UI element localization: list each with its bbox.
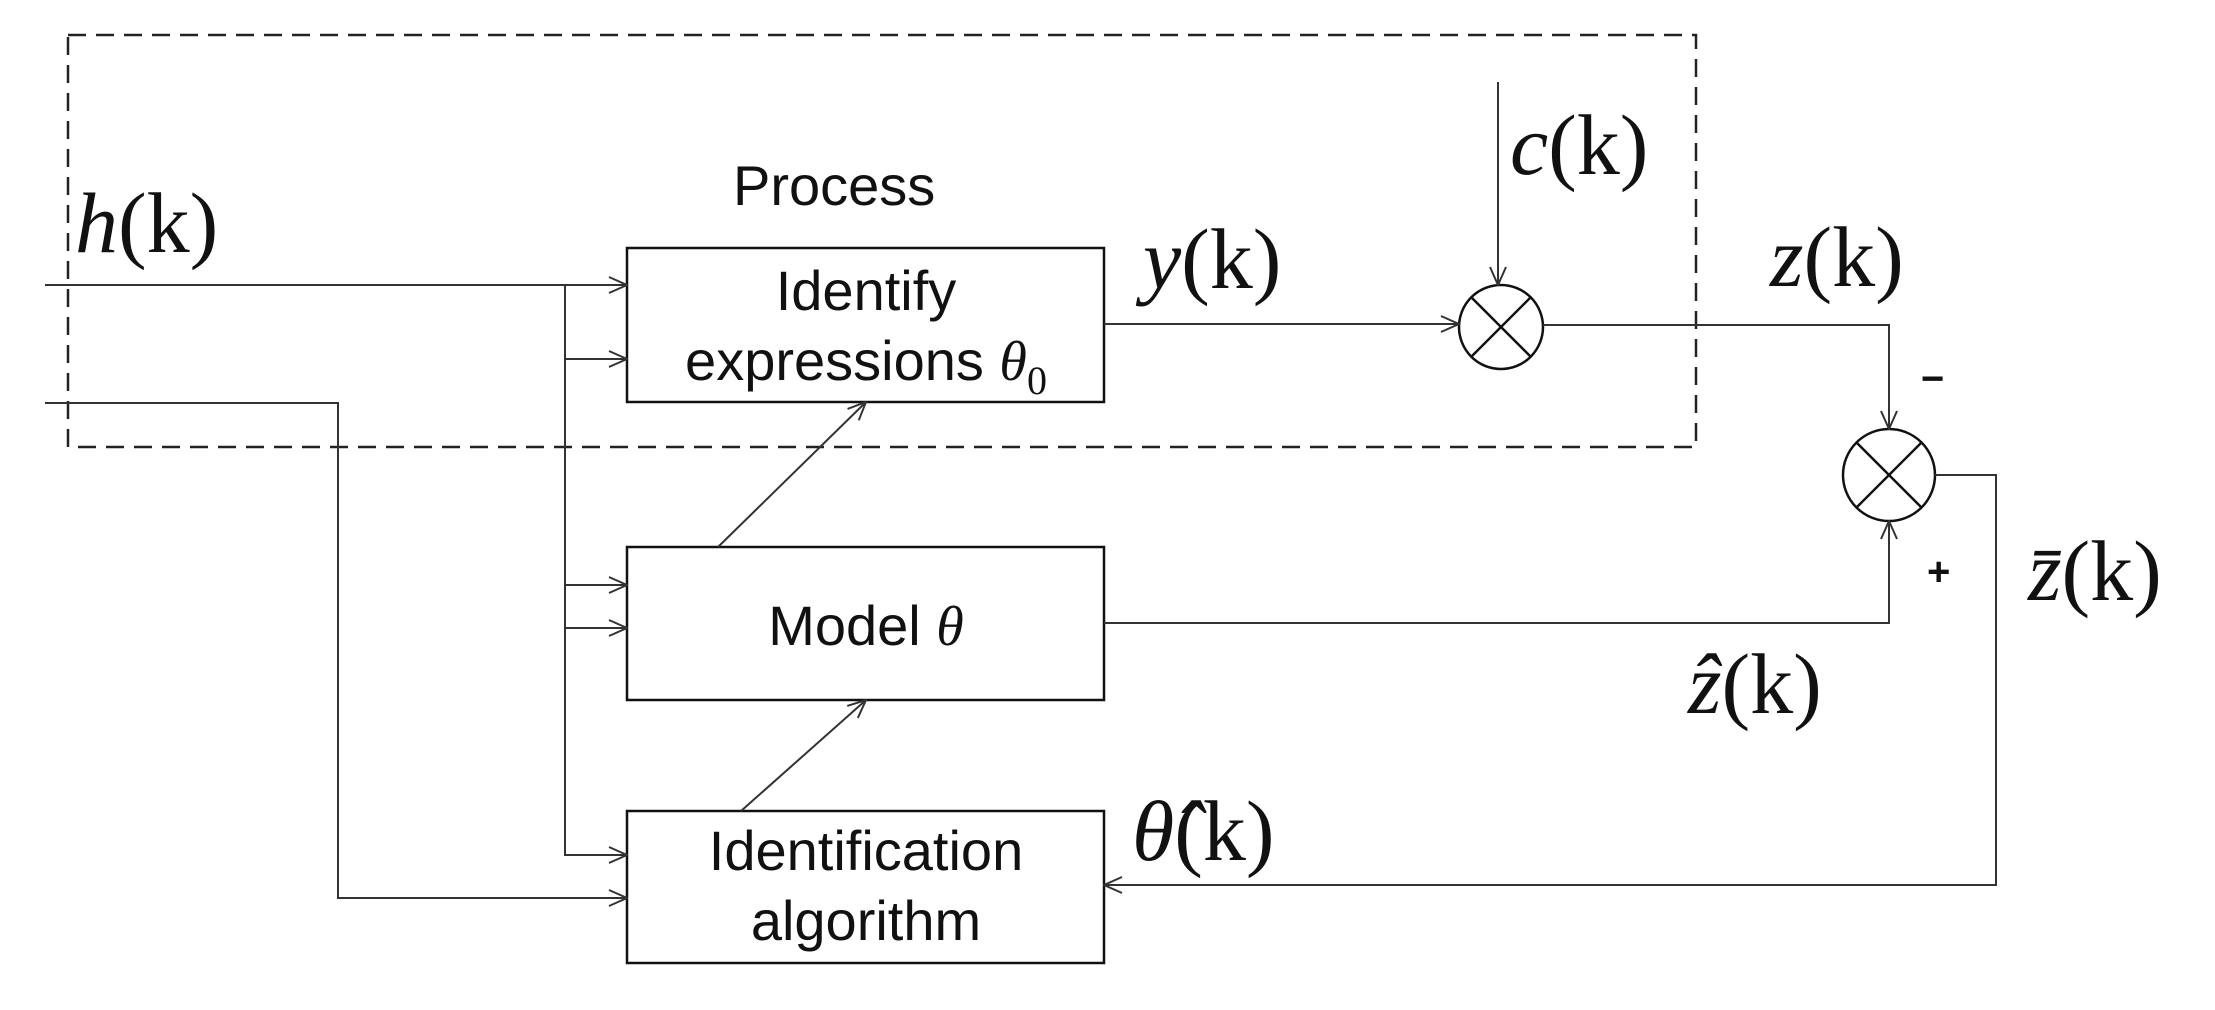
model-parameter-symbol: θ (936, 596, 964, 658)
algorithm-block-line2: algorithm (751, 889, 981, 952)
noise-signal-arg: (k) (1548, 97, 1648, 193)
noise-summing-junction (1457, 283, 1545, 371)
error-signal-arg: (k) (2061, 523, 2161, 619)
plant-output-label: y(k) (1135, 211, 1281, 307)
measured-output-arg: (k) (1803, 209, 1903, 305)
measured-output-name: z (1769, 209, 1803, 305)
model-output-label: ẑ(k) (1687, 636, 1822, 732)
measured-output-label: z(k) (1769, 209, 1904, 305)
plant-output-arg: (k) (1181, 211, 1281, 307)
output-measurement-wire (45, 402, 627, 898)
noise-signal-name: c (1510, 97, 1548, 193)
identification-algorithm-block (625, 809, 1106, 965)
plant-parameter-subscript: 0 (1027, 358, 1047, 403)
error-feedback-wire (1104, 474, 1997, 885)
algorithm-block-line1: Identification (709, 819, 1023, 882)
input-signal-arg: (k) (118, 175, 218, 271)
measured-output-wire (1543, 324, 1889, 429)
plant-block-line1: Identify (776, 259, 957, 322)
minus-sign: − (1921, 357, 1944, 401)
model-output-wire (1104, 521, 1889, 624)
input-tap-to-algorithm-branch (564, 585, 627, 855)
plant-block-line2: expressions θ0 (685, 329, 1047, 403)
error-signal-label: z̄(k) (2027, 523, 2162, 619)
input-signal-name: h (75, 175, 118, 271)
parameter-estimate-label: θ̂(k) (1132, 783, 1275, 879)
noise-signal-label: c(k) (1510, 97, 1648, 193)
plant-block-line2-prefix: expressions (685, 329, 999, 392)
algorithm-to-model-arrow (740, 700, 866, 812)
model-block-label: Model θ (768, 594, 964, 658)
process-boundary (66, 33, 1698, 449)
error-signal-name: z̄ (2027, 523, 2061, 619)
model-block-prefix: Model (768, 594, 936, 657)
plant-output-name: y (1135, 211, 1182, 307)
model-block (625, 545, 1106, 702)
model-output-arg: (k) (1721, 636, 1821, 732)
model-to-plant-arrow (717, 402, 866, 548)
plus-sign: + (1927, 550, 1950, 594)
input-signal-label: h(k) (75, 175, 218, 271)
parameter-estimate-arg: (k) (1174, 783, 1274, 879)
plant-parameter-symbol: θ (999, 331, 1027, 393)
error-summing-junction (1841, 427, 1937, 523)
process-label: Process (733, 154, 935, 217)
model-output-name: ẑ (1687, 636, 1723, 732)
input-tap-to-model-wire (564, 285, 627, 359)
input-tap-to-model-branch (564, 359, 627, 585)
